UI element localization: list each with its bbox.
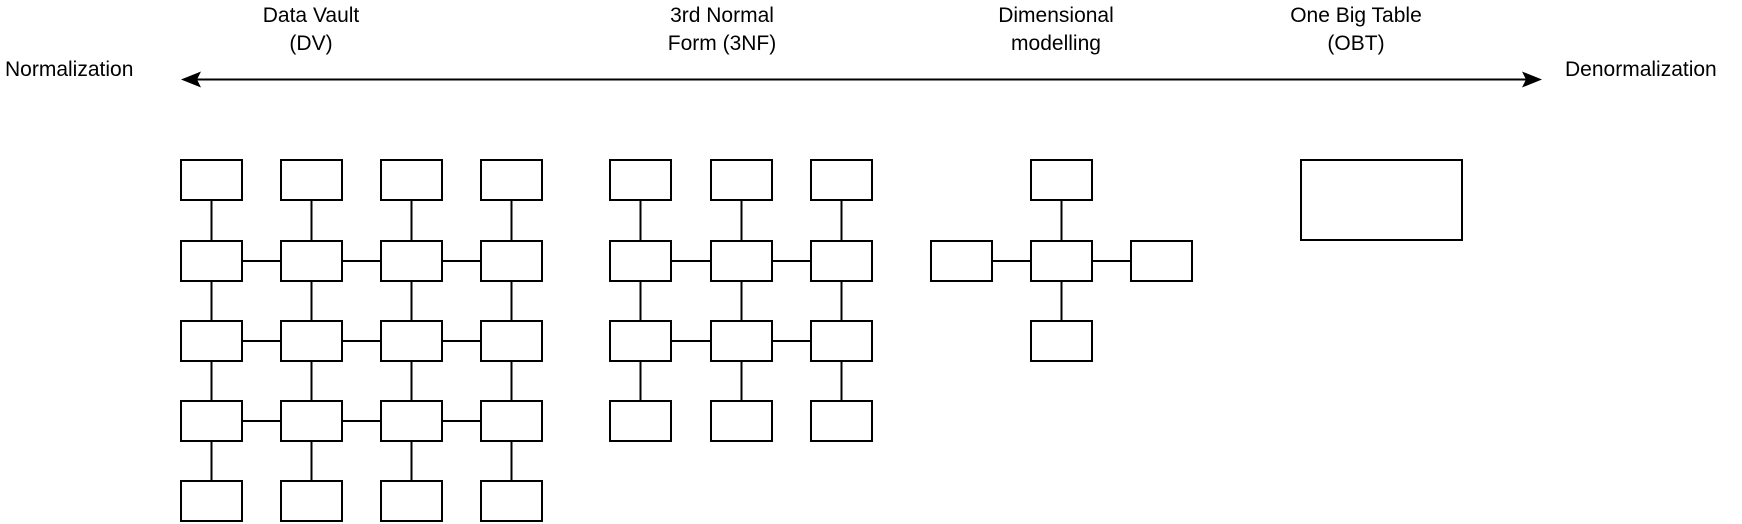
third-normal-form-table-box [810,400,873,442]
data-vault-table-box [180,320,243,362]
denormalization-label: Denormalization [1565,58,1717,81]
arrowhead-left-icon [181,71,201,88]
data-vault-table-box [380,240,443,282]
one-big-table-table-box [1300,159,1463,241]
arrowhead-right-icon [1522,71,1542,88]
title-line: (DV) [289,32,333,55]
data-vault-table-box [280,480,343,522]
one-big-table-title: One Big Table (OBT) [1290,2,1422,58]
third-normal-form-table-box [810,320,873,362]
dimensional-modelling-table-box [1130,240,1193,282]
third-normal-form-table-box [810,240,873,282]
dimensional-modelling-title: Dimensional modelling [998,2,1114,58]
third-normal-form-table-box [710,400,773,442]
third-normal-form-title: 3rd Normal Form (3NF) [668,2,777,58]
dimensional-modelling-table-box [1030,240,1093,282]
data-vault-table-box [480,320,543,362]
data-vault-table-box [480,240,543,282]
data-vault-table-box [280,320,343,362]
third-normal-form-table-box [710,320,773,362]
data-vault-table-box [480,480,543,522]
title-line: One Big Table [1290,4,1422,27]
data-vault-table-box [380,480,443,522]
third-normal-form-table-box [609,320,672,362]
data-vault-table-box [480,400,543,442]
data-vault-table-box [180,480,243,522]
title-line: Dimensional [998,4,1114,27]
data-vault-table-box [180,240,243,282]
title-line: (OBT) [1327,32,1385,55]
data-vault-title: Data Vault (DV) [263,2,360,58]
normalization-label: Normalization [5,58,134,81]
data-vault-table-box [380,400,443,442]
third-normal-form-table-box [710,159,773,201]
title-line: Data Vault [262,4,360,27]
third-normal-form-table-box [609,159,672,201]
third-normal-form-table-box [609,400,672,442]
dimensional-modelling-table-box [930,240,993,282]
data-vault-table-box [380,159,443,201]
title-line: 3rd Normal [670,4,774,27]
third-normal-form-table-box [609,240,672,282]
data-vault-table-box [180,400,243,442]
data-vault-table-box [280,159,343,201]
dimensional-modelling-table-box [1030,159,1093,201]
third-normal-form-table-box [810,159,873,201]
data-vault-table-box [380,320,443,362]
data-vault-table-box [280,240,343,282]
dimensional-modelling-table-box [1030,320,1093,362]
title-line: modelling [1011,32,1101,55]
data-vault-table-box [480,159,543,201]
data-vault-table-box [180,159,243,201]
title-line: Form (3NF) [667,32,777,55]
data-vault-table-box [280,400,343,442]
third-normal-form-table-box [710,240,773,282]
